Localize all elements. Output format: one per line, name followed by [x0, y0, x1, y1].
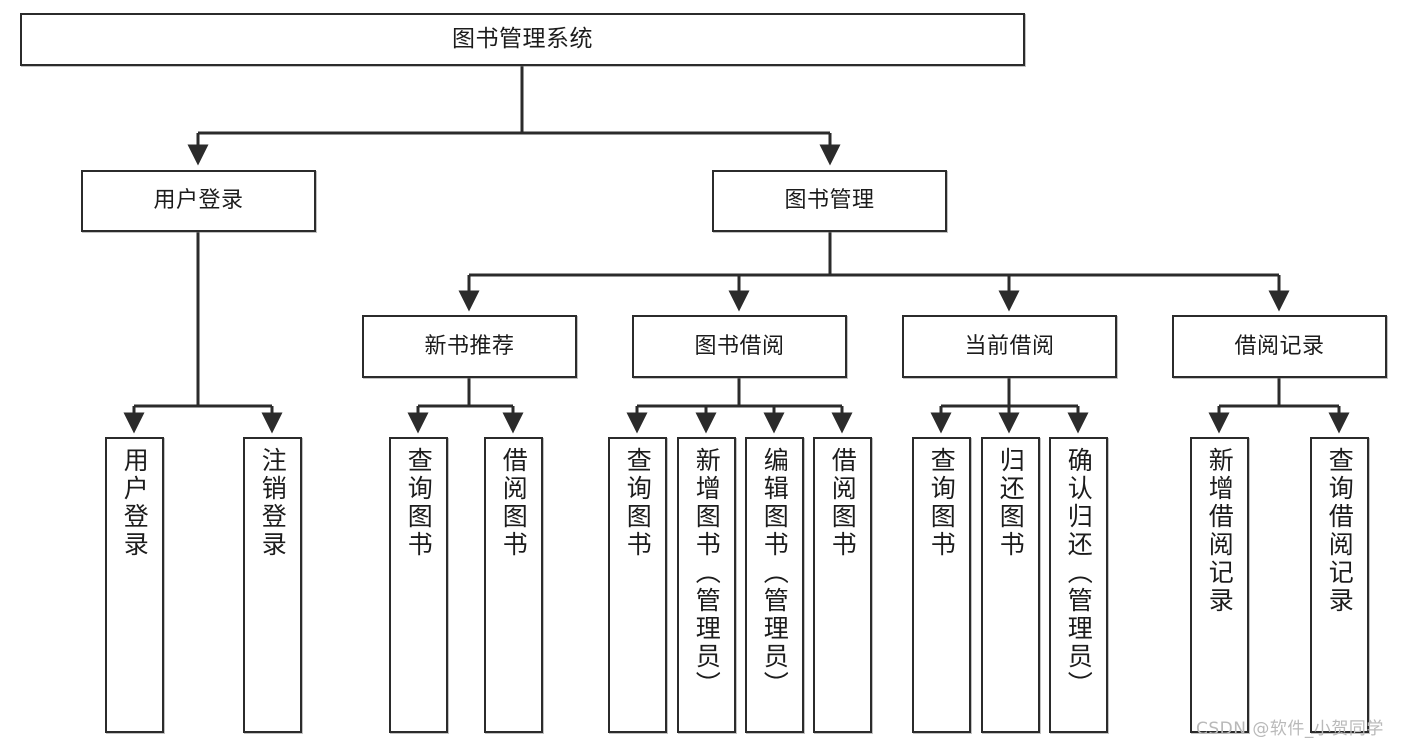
node-borrow-record[interactable]: 借阅记录	[1172, 315, 1387, 378]
node-root[interactable]: 图书管理系统	[20, 13, 1025, 66]
node-leaf-query-book-2[interactable]: 查询图书	[608, 437, 667, 733]
node-leaf-edit-book-admin-label: 编辑图书（管理员）	[760, 447, 790, 699]
node-new-book-recommend-label: 新书推荐	[424, 333, 515, 359]
node-leaf-add-book-admin-label: 新增图书（管理员）	[692, 447, 722, 699]
node-leaf-query-record[interactable]: 查询借阅记录	[1310, 437, 1369, 733]
node-leaf-edit-book-admin[interactable]: 编辑图书（管理员）	[745, 437, 804, 733]
node-root-label: 图书管理系统	[452, 25, 593, 52]
node-leaf-add-record-label: 新增借阅记录	[1205, 447, 1235, 615]
node-leaf-user-login-label: 用户登录	[120, 447, 150, 559]
node-leaf-logout-login-label: 注销登录	[258, 447, 288, 559]
node-current-borrow[interactable]: 当前借阅	[902, 315, 1117, 378]
node-user-login-label: 用户登录	[153, 188, 244, 214]
node-book-manage-label: 图书管理	[784, 188, 875, 214]
node-leaf-confirm-return-label: 确认归还（管理员）	[1064, 447, 1094, 699]
node-leaf-borrow-book-1[interactable]: 借阅图书	[484, 437, 543, 733]
node-leaf-query-book-3[interactable]: 查询图书	[912, 437, 971, 733]
node-leaf-return-book[interactable]: 归还图书	[981, 437, 1040, 733]
node-user-login[interactable]: 用户登录	[81, 170, 316, 232]
node-borrow-record-label: 借阅记录	[1234, 333, 1325, 359]
node-leaf-return-book-label: 归还图书	[996, 447, 1026, 559]
csdn-watermark: CSDN @软件_小贺同学	[1196, 719, 1384, 739]
node-leaf-borrow-book-2[interactable]: 借阅图书	[813, 437, 872, 733]
node-leaf-borrow-book-2-label: 借阅图书	[828, 447, 858, 559]
node-leaf-user-login[interactable]: 用户登录	[105, 437, 164, 733]
node-book-manage[interactable]: 图书管理	[712, 170, 947, 232]
node-leaf-borrow-book-1-label: 借阅图书	[499, 447, 529, 559]
node-leaf-add-record[interactable]: 新增借阅记录	[1190, 437, 1249, 733]
node-leaf-query-book-1[interactable]: 查询图书	[389, 437, 448, 733]
node-book-borrow-label: 图书借阅	[694, 333, 785, 359]
node-leaf-add-book-admin[interactable]: 新增图书（管理员）	[677, 437, 736, 733]
node-book-borrow[interactable]: 图书借阅	[632, 315, 847, 378]
node-leaf-logout-login[interactable]: 注销登录	[243, 437, 302, 733]
node-leaf-confirm-return[interactable]: 确认归还（管理员）	[1049, 437, 1108, 733]
node-leaf-query-book-2-label: 查询图书	[623, 447, 653, 559]
node-new-book-recommend[interactable]: 新书推荐	[362, 315, 577, 378]
node-leaf-query-book-1-label: 查询图书	[404, 447, 434, 559]
node-leaf-query-record-label: 查询借阅记录	[1325, 447, 1355, 615]
node-leaf-query-book-3-label: 查询图书	[927, 447, 957, 559]
node-current-borrow-label: 当前借阅	[964, 333, 1055, 359]
